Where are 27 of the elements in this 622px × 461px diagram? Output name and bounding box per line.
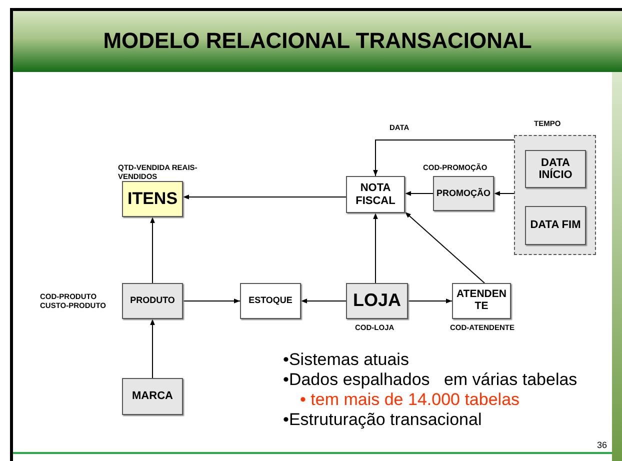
table-name: DATA INÍCIO [538,156,574,182]
table-name: PROMOÇÃO [436,188,490,198]
bullet-text: •Estruturação transacional [283,410,482,430]
table-box [122,378,183,415]
table-box [346,283,408,319]
table-box [122,283,183,319]
table-box [525,150,586,188]
group-box [514,135,596,255]
table-box [346,176,405,213]
table-box [525,206,586,245]
bullet-text: •Sistemas atuais [283,350,409,370]
table-name: LOJA [352,291,401,311]
table-box [452,283,511,319]
bullet-text: •Dados espalhados em várias tabelas [283,370,578,390]
table-name: ITENS [127,190,178,208]
table-name: NOTA FISCAL [354,182,396,207]
page-number: 36 [597,440,608,450]
table-name: PRODUTO [130,296,175,306]
table-box [433,176,494,211]
table-name: ATENDEN TE [456,289,506,313]
table-name: ESTOQUE [248,296,292,306]
table-name: MARCA [132,390,173,403]
table-name: DATA FIM [530,219,581,232]
table-box [240,283,301,319]
bullet-text: • tem mais de 14.000 tabelas [300,390,520,410]
table-box [122,181,183,217]
slide-title: MODELO RELACIONAL TRANSACIONAL [102,28,533,54]
